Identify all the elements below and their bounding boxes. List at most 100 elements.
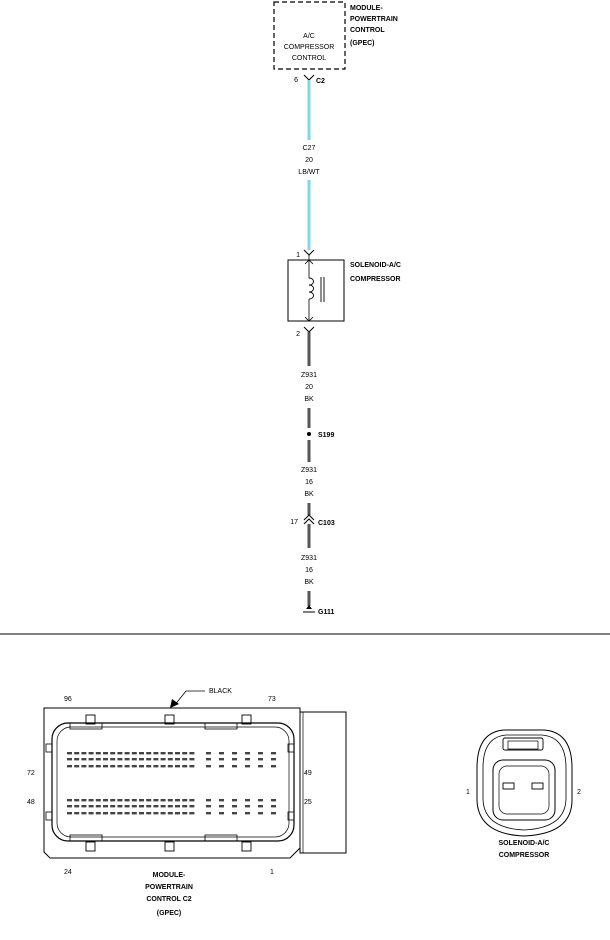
pin-cavity [175,752,180,755]
c2-name-line-3: CONTROL C2 [146,896,191,903]
pin-cavity [110,812,116,815]
pin-cavity [189,799,195,802]
pin-cavity [131,799,137,802]
pin-cavity [182,758,188,761]
coil-icon [308,277,314,300]
module-name-line-2: POWERTRAIN [350,16,398,23]
pin-cavity [232,805,237,808]
pin-cavity [131,812,137,815]
pin-cavity [74,805,80,808]
pin-cavity [74,812,80,815]
c2-pin-73: 73 [268,696,276,703]
pin-cavity [232,765,237,768]
pin-cavity [146,812,152,815]
pin-cavity [271,765,276,768]
pin-cavity [117,799,123,802]
wire-2-color: BK [304,396,314,403]
pin-cavity [88,752,94,755]
wire-2-circuit: Z931 [301,372,317,379]
c2-pin-49: 49 [304,770,312,777]
c2-pin-48: 48 [27,799,35,806]
module-function-line-2: COMPRESSOR [284,44,335,51]
splice-label: S199 [318,432,334,439]
pin-cavity [117,752,123,755]
pin-cavity [245,799,250,802]
pin-cavity [206,799,211,802]
pin-cavity [219,765,224,768]
solenoid-connector-view [476,729,573,837]
pin-cavity [131,805,137,808]
pin-cavity [245,812,250,815]
pin-cavity [189,765,195,768]
pin-cavity [74,799,80,802]
pin-cavity [146,752,152,755]
pin-cavity [206,805,211,808]
pin-cavity [153,758,159,761]
solenoid-pin-1-symbol [303,249,315,256]
pin-cavity [110,752,116,755]
c2-name-line-1: MODULE- [153,872,186,879]
module-name-line-4: (GPEC) [350,40,375,47]
pin-cavity [182,765,188,768]
pin-cavity [139,805,144,808]
pin-cavity [103,752,108,755]
wire-4-circuit: Z931 [301,555,317,562]
module-name-line-1: MODULE- [350,5,383,12]
pin-cavity [206,752,211,755]
pin-cavity [245,752,250,755]
module-powertrain-control-box: A/C COMPRESSOR CONTROL [273,1,346,70]
pin-cavity [103,805,108,808]
pin-cavity [117,805,123,808]
pin-cavity [219,812,224,815]
pin-cavity [189,758,195,761]
pin-cavity [258,799,263,802]
pin-cavity [139,765,144,768]
pin-cavity [95,805,101,808]
pin-cavity [232,812,237,815]
solenoid-connector-name-line-1: SOLENOID-A/C [499,840,550,847]
solenoid-connector-pin-2: 2 [577,789,581,796]
pin-cavity [232,758,237,761]
pin-cavity [271,758,276,761]
pin-cavity [110,765,116,768]
pin-cavity [124,812,130,815]
connector-color-label: BLACK [209,688,232,695]
pin-cavity [139,752,144,755]
module-connector-label: C2 [316,78,325,85]
ground-label: G111 [318,609,334,616]
solenoid-connector-pin-1: 1 [466,789,470,796]
pin-cavity [139,812,144,815]
pin-cavity [117,812,123,815]
wire-1-gauge: 20 [305,157,313,164]
pin-cavity [182,812,188,815]
pin-cavity [167,805,173,808]
solenoid-pin-1-number: 1 [296,252,300,259]
module-function-line-3: CONTROL [292,55,326,62]
splice-dot-icon [307,432,311,436]
pin-cavity [271,805,276,808]
module-function-line-1: A/C [303,33,315,40]
pin-cavity [153,799,159,802]
pin-cavity [219,758,224,761]
c2-name-line-4: (GPEC) [157,910,182,917]
pin-cavity [167,812,173,815]
pin-cavity [139,799,144,802]
pin-cavity [206,758,211,761]
c2-pin-24: 24 [64,869,72,876]
pin-cavity [146,805,152,808]
pin-cavity [103,765,108,768]
pin-cavity [146,765,152,768]
pin-cavity [167,758,173,761]
c2-pin-96: 96 [64,696,72,703]
pin-cavity [160,812,166,815]
pin-cavity [182,752,188,755]
pin-cavity [95,799,101,802]
pin-cavity [167,752,173,755]
pin-cavity [189,805,195,808]
c2-connector-symbol [303,74,315,81]
solenoid-pin-2-symbol [303,326,315,333]
c2-pin-1: 1 [270,869,274,876]
pin-cavity [131,752,137,755]
c103-label: C103 [318,520,335,527]
